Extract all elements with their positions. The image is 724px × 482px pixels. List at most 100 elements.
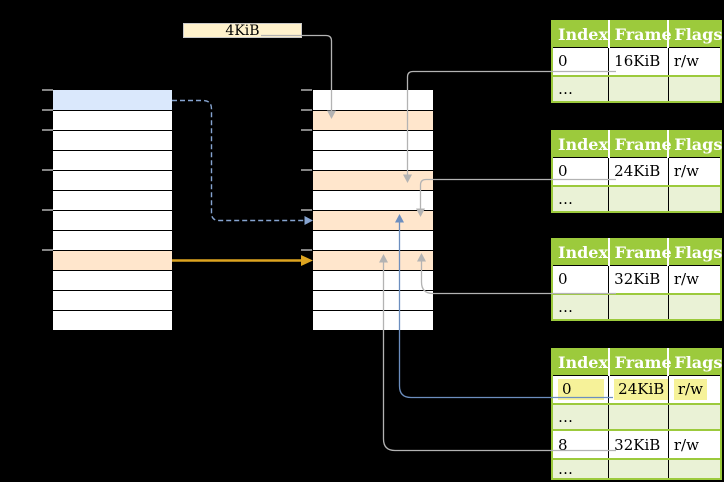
page-size-label-box: 4KiB: [183, 23, 302, 38]
physical-memory-row-0: [313, 90, 433, 110]
physical-memory-row-8-orange: [313, 250, 433, 270]
page-table-2-header-index: Index: [552, 131, 609, 157]
page-table-1-cell-r0c2: r/w: [667, 46, 721, 76]
page-table-4-row-1: …: [552, 403, 721, 430]
page-table-4-cell-r1c2: [667, 403, 721, 430]
physical-address-tick: [301, 109, 312, 111]
page-table-4-cell-r2c0: 8: [552, 429, 609, 459]
physical-address-tick: [301, 169, 312, 171]
physical-memory-row-9: [313, 270, 433, 290]
physical-memory-row-1-orange: [313, 110, 433, 130]
page-table-4-cell-r3c2: [667, 458, 721, 479]
page-table-2-header-flags: Flags: [667, 131, 722, 157]
page-table-1-cell-r0c0: 0: [552, 46, 609, 76]
page-table-1-cell-r1c1: [608, 75, 669, 102]
page-table-2-header-frame: Frame: [607, 131, 672, 157]
virtual-address-tick: [42, 129, 53, 131]
virtual-memory-row-1: [53, 110, 172, 130]
page-table-4-header-index: Index: [552, 349, 609, 375]
highlighted-value: 0: [558, 378, 604, 400]
physical-address-tick: [301, 249, 312, 251]
page-table-4-cell-r3c1: [608, 458, 669, 479]
physical-memory-row-11: [313, 310, 433, 330]
virtual-memory-row-4: [53, 170, 172, 190]
page-table-4-cell-r2c1: 32KiB: [608, 429, 669, 459]
page-table-3-cell-r0c0: 0: [552, 264, 609, 294]
virtual-address-tick: [42, 249, 53, 251]
virtual-memory-stack: [53, 90, 172, 330]
virtual-page0-translation-arrow: [172, 99, 313, 225]
page-table-2-cell-r0c0: 0: [552, 156, 609, 186]
virtual-address-tick: [42, 109, 53, 111]
page-table-2-cell-r1c2: [667, 185, 721, 212]
virtual-memory-row-8-orange: [53, 250, 172, 270]
virtual-address-tick: [42, 169, 53, 171]
page-table-2-cell-r1c1: [608, 185, 669, 212]
page-table-3-header-index: Index: [552, 239, 609, 265]
highlighted-value: 24KiB: [614, 379, 669, 401]
page-table-1-row-1: …: [552, 75, 721, 102]
physical-memory-row-6-orange: [313, 210, 433, 230]
page-table-1-cell-r0c1: 16KiB: [608, 46, 669, 76]
page-table-4-cell-r1c0: …: [552, 403, 609, 430]
physical-address-tick: [301, 209, 312, 211]
page-table-2-cell-r0c2: r/w: [667, 156, 721, 186]
physical-memory-stack: [313, 90, 433, 330]
virtual-memory-row-6: [53, 210, 172, 230]
page-table-3-cell-r0c1: 32KiB: [608, 264, 669, 294]
page-table-2-row-1: …: [552, 185, 721, 212]
highlighted-value: r/w: [673, 379, 707, 401]
page-table-1-header-flags: Flags: [667, 21, 722, 47]
virtual-memory-row-11: [53, 310, 172, 330]
virtual-address-tick: [42, 89, 53, 91]
page-table-4-header-flags: Flags: [667, 349, 722, 375]
page-table-3-cell-r1c0: …: [552, 293, 609, 320]
page-table-2-cell-r0c1: 24KiB: [608, 156, 669, 186]
physical-address-tick: [301, 89, 312, 91]
virtual-memory-row-9: [53, 270, 172, 290]
page-table-4-row-3: …: [552, 458, 721, 479]
physical-memory-row-4-orange: [313, 170, 433, 190]
page-table-4-header-frame: Frame: [607, 349, 672, 375]
page-table-3-cell-r1c2: [667, 293, 721, 320]
page-table-1-cell-r1c2: [667, 75, 721, 102]
page-table-4-cell-r3c0: …: [552, 458, 609, 479]
page-table-4-cell-r0c2: r/w: [667, 374, 721, 404]
page-table-1-header-frame: Frame: [607, 21, 672, 47]
page-table-4-cell-r0c1: 24KiB: [608, 374, 669, 404]
page-table-4-cell-r2c2: r/w: [667, 429, 721, 459]
page-size-text: 4KiB: [225, 23, 260, 39]
virtual-address-tick: [42, 209, 53, 211]
page-table-4-cell-r1c1: [608, 403, 669, 430]
virtual-memory-row-3: [53, 150, 172, 170]
physical-address-tick: [301, 129, 312, 131]
virtual-memory-row-2: [53, 130, 172, 150]
page-table-3-cell-r0c2: r/w: [667, 264, 721, 294]
virtual-memory-row-5: [53, 190, 172, 210]
page-table-1-header-index: Index: [552, 21, 609, 47]
page-table-3-cell-r1c1: [608, 293, 669, 320]
page-table-3-header-flags: Flags: [667, 239, 722, 265]
page-table-4-cell-r0c0: 0: [552, 374, 609, 404]
page-table-3-row-1: …: [552, 293, 721, 320]
virtual-memory-row-0-blue: [53, 90, 172, 110]
physical-memory-row-7: [313, 230, 433, 250]
physical-memory-row-5: [313, 190, 433, 210]
physical-memory-row-10: [313, 290, 433, 310]
virtual-memory-row-10: [53, 290, 172, 310]
page-table-2-cell-r1c0: …: [552, 185, 609, 212]
